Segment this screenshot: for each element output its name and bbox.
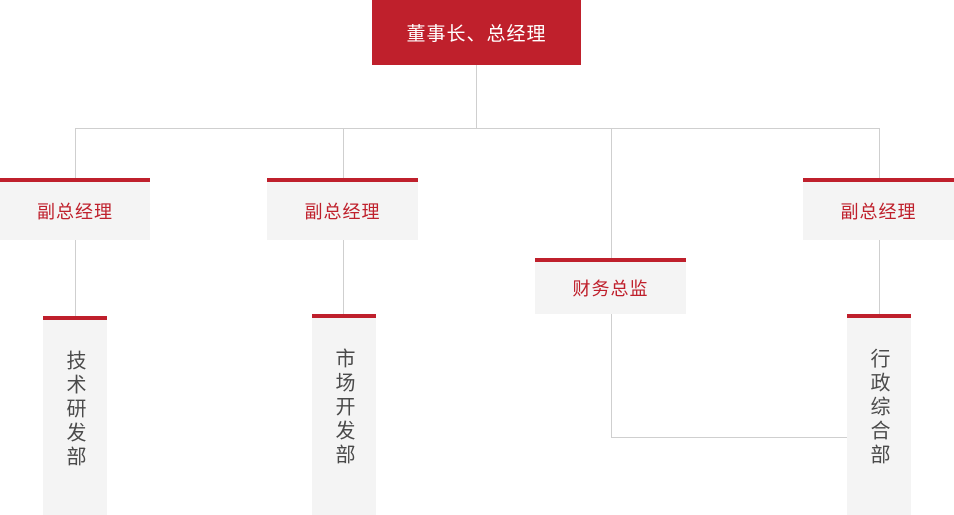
node-dept-admin-label: 行政综合部 (867, 348, 891, 468)
node-cfo-label: 财务总监 (572, 279, 649, 300)
node-vp2-label: 副总经理 (304, 202, 381, 223)
node-dept-market-label: 市场开发部 (332, 348, 356, 468)
node-vp3-label: 副总经理 (840, 202, 917, 223)
node-cfo[interactable]: 财务总监 (535, 258, 686, 314)
connector-cfo-down (611, 314, 612, 437)
connector-bus-to-vp1 (75, 128, 76, 178)
connector-bus (75, 128, 880, 129)
node-vp3[interactable]: 副总经理 (803, 178, 954, 240)
connector-vp3-to-dept-admin (879, 240, 880, 314)
node-vp1[interactable]: 副总经理 (0, 178, 150, 240)
node-chairman-label: 董事长、总经理 (406, 23, 547, 45)
node-vp1-label: 副总经理 (37, 202, 113, 223)
connector-bus-to-vp3 (879, 128, 880, 178)
node-vp2[interactable]: 副总经理 (267, 178, 418, 240)
node-dept-rd-label: 技术研发部 (63, 350, 87, 470)
connector-vp1-to-dept-rd (75, 240, 76, 316)
node-dept-admin[interactable]: 行政综合部 (847, 314, 911, 515)
node-dept-rd[interactable]: 技术研发部 (43, 316, 107, 515)
connector-chairman-to-bus (476, 65, 477, 128)
connector-cfo-to-dept-admin (611, 437, 879, 438)
node-chairman[interactable]: 董事长、总经理 (372, 0, 581, 65)
node-dept-market[interactable]: 市场开发部 (312, 314, 376, 515)
connector-vp2-to-dept-market (343, 240, 344, 314)
connector-bus-to-cfo (611, 128, 612, 262)
connector-bus-to-vp2 (343, 128, 344, 178)
